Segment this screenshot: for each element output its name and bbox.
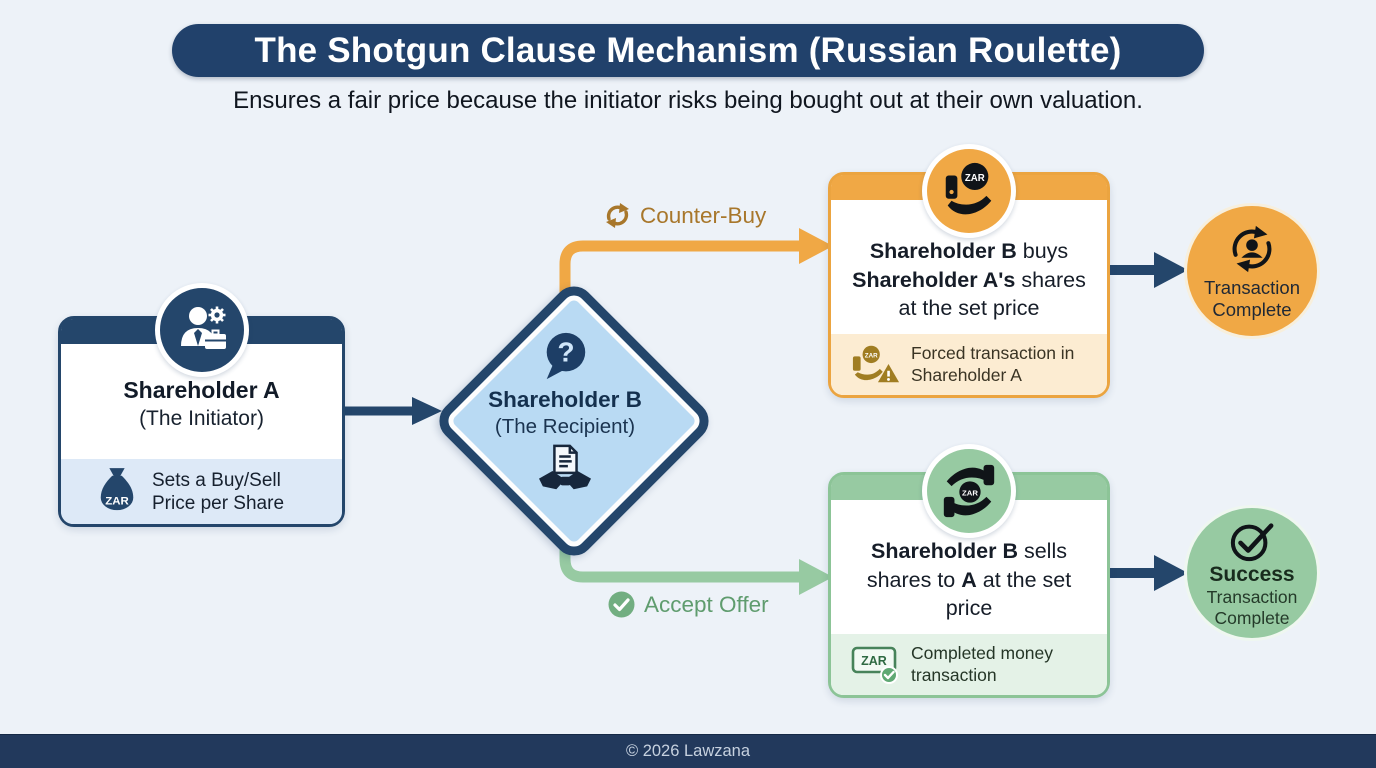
shareholder-a-note-panel: ZAR Sets a Buy/Sell Price per Share (61, 459, 342, 524)
accept-offer-label: Accept Offer (608, 591, 769, 618)
refresh-icon (604, 202, 631, 229)
zar-banknote-check-icon: ZAR (851, 645, 901, 685)
check-circle-filled-icon (608, 591, 635, 618)
title-banner: The Shotgun Clause Mechanism (Russian Ro… (172, 24, 1204, 77)
arrow-counter-to-result (1104, 252, 1188, 288)
shareholder-a-role: (The Initiator) (139, 407, 264, 430)
counter-buy-arrow (559, 228, 833, 300)
question-bubble-icon: ? (539, 329, 591, 381)
counter-buy-outcome-card: ZAR Shareholder B buys Shareholder A's s… (828, 144, 1110, 398)
accept-offer-arrow (559, 524, 833, 595)
arrow-accept-to-result (1104, 555, 1188, 591)
counter-buy-note-panel: ZAR Forced transaction in Shareholder A (831, 334, 1107, 395)
svg-text:ZAR: ZAR (865, 352, 878, 359)
footer-bar: © 2026 Lawzana (0, 734, 1376, 768)
counter-buy-note: Forced transaction in Shareholder A (911, 343, 1075, 385)
accept-offer-result-title: Success (1209, 562, 1295, 586)
svg-text:ZAR: ZAR (962, 488, 978, 497)
page-title: The Shotgun Clause Mechanism (Russian Ro… (254, 30, 1122, 70)
accept-offer-label-text: Accept Offer (644, 591, 769, 617)
shareholder-b-name: Shareholder B (488, 386, 642, 412)
counter-buy-outcome-text: Shareholder B buys Shareholder A's share… (852, 239, 1086, 320)
shareholder-a-card: Shareholder A (The Initiator) ZAR Sets a… (58, 283, 345, 527)
accept-offer-result-circle: Success Transaction Complete (1187, 508, 1317, 638)
arrow-a-to-decision (339, 397, 442, 425)
copyright-text: © 2026 Lawzana (625, 742, 751, 760)
zar-hand-warning-icon: ZAR (851, 344, 901, 386)
hands-exchange-zar-icon: ZAR (922, 444, 1016, 538)
check-circle-outline-icon (1228, 518, 1276, 562)
svg-text:ZAR: ZAR (965, 173, 985, 184)
shareholder-a-note: Sets a Buy/Sell Price per Share (152, 469, 285, 514)
subtitle: Ensures a fair price because the initiat… (233, 87, 1143, 114)
money-bag-zar-icon: ZAR (95, 467, 139, 517)
svg-text:ZAR: ZAR (861, 654, 887, 668)
person-swap-icon (1224, 221, 1280, 277)
counter-buy-result-circle: Transaction Complete (1187, 206, 1317, 336)
counter-buy-label: Counter-Buy (604, 202, 766, 229)
businessman-gear-briefcase-icon (154, 283, 249, 377)
decision-diamond: ? Shareholder B (The Recipient) (431, 278, 717, 564)
accept-offer-result-text: Transaction Complete (1206, 586, 1298, 628)
counter-buy-label-text: Counter-Buy (640, 202, 767, 228)
contract-handshake-icon (536, 444, 594, 496)
counter-buy-result-text: Transaction Complete (1204, 276, 1300, 321)
svg-text:ZAR: ZAR (105, 495, 129, 507)
hand-holding-money-zar-icon: ZAR (922, 144, 1016, 238)
accept-offer-outcome-text: Shareholder B sells shares to A at the s… (866, 539, 1072, 620)
accept-offer-outcome-card: ZAR Shareholder B sells shares to A at t… (828, 444, 1110, 698)
shareholder-b-role: (The Recipient) (494, 414, 636, 438)
svg-text:?: ? (557, 336, 574, 367)
accept-offer-note-panel: ZAR Completed money transaction (831, 634, 1107, 695)
shareholder-a-name: Shareholder A (123, 377, 280, 403)
accept-offer-note: Completed money transaction (911, 643, 1054, 685)
